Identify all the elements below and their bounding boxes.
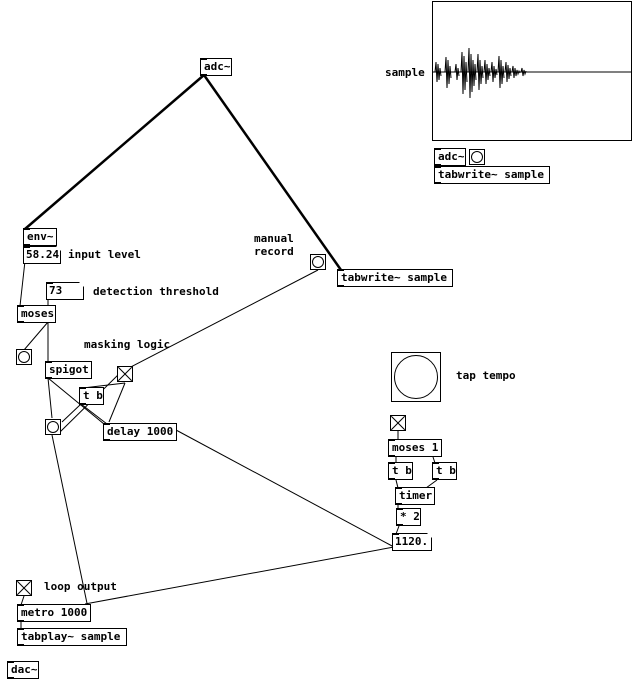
- trigger-bang-mask-object[interactable]: t b: [79, 387, 104, 405]
- threshold-comment: detection threshold: [93, 285, 219, 298]
- masking-logic-comment: masking logic: [84, 338, 171, 351]
- loop-toggle[interactable]: [16, 580, 32, 596]
- record-trigger-bang[interactable]: [45, 419, 61, 435]
- array-name-label: sample: [385, 66, 425, 79]
- tabwrite-object[interactable]: tabwrite~ sample: [337, 269, 453, 287]
- tap-toggle[interactable]: [390, 415, 406, 431]
- loop-output-comment: loop output: [44, 580, 117, 593]
- input-level-comment: input level: [68, 248, 141, 261]
- trigger-bang-left-object[interactable]: t b: [388, 462, 413, 480]
- waveform-plot: [433, 47, 631, 99]
- timer-object[interactable]: timer: [395, 487, 435, 505]
- moses-object[interactable]: moses: [17, 305, 56, 323]
- tempo-number[interactable]: 1120.: [392, 533, 432, 551]
- adc-object[interactable]: adc~: [200, 58, 232, 76]
- tap-tempo-comment: tap tempo: [456, 369, 516, 382]
- multiply-object[interactable]: * 2: [396, 508, 421, 526]
- delay-object[interactable]: delay 1000: [103, 423, 177, 441]
- input-level-number[interactable]: 58.24: [23, 246, 61, 264]
- adc-small-object[interactable]: adc~: [434, 148, 466, 166]
- tabplay-object[interactable]: tabplay~ sample: [17, 628, 127, 646]
- detect-bang[interactable]: [16, 349, 32, 365]
- trigger-bang-right-object[interactable]: t b: [432, 462, 457, 480]
- sample-array-graph[interactable]: [432, 1, 632, 141]
- moses-1-object[interactable]: moses 1: [388, 439, 442, 457]
- threshold-number[interactable]: 73: [46, 282, 84, 300]
- manual-record-bang[interactable]: [310, 254, 326, 270]
- tabwrite-small-object[interactable]: tabwrite~ sample: [434, 166, 550, 184]
- spigot-object[interactable]: spigot: [45, 361, 92, 379]
- small-record-bang[interactable]: [469, 149, 485, 165]
- manual-record-comment: manual record: [254, 232, 294, 258]
- dac-object[interactable]: dac~: [7, 661, 39, 679]
- env-object[interactable]: env~: [23, 228, 57, 246]
- mask-toggle[interactable]: [117, 366, 133, 382]
- metro-object[interactable]: metro 1000: [17, 604, 91, 622]
- tap-tempo-bang[interactable]: [391, 352, 441, 402]
